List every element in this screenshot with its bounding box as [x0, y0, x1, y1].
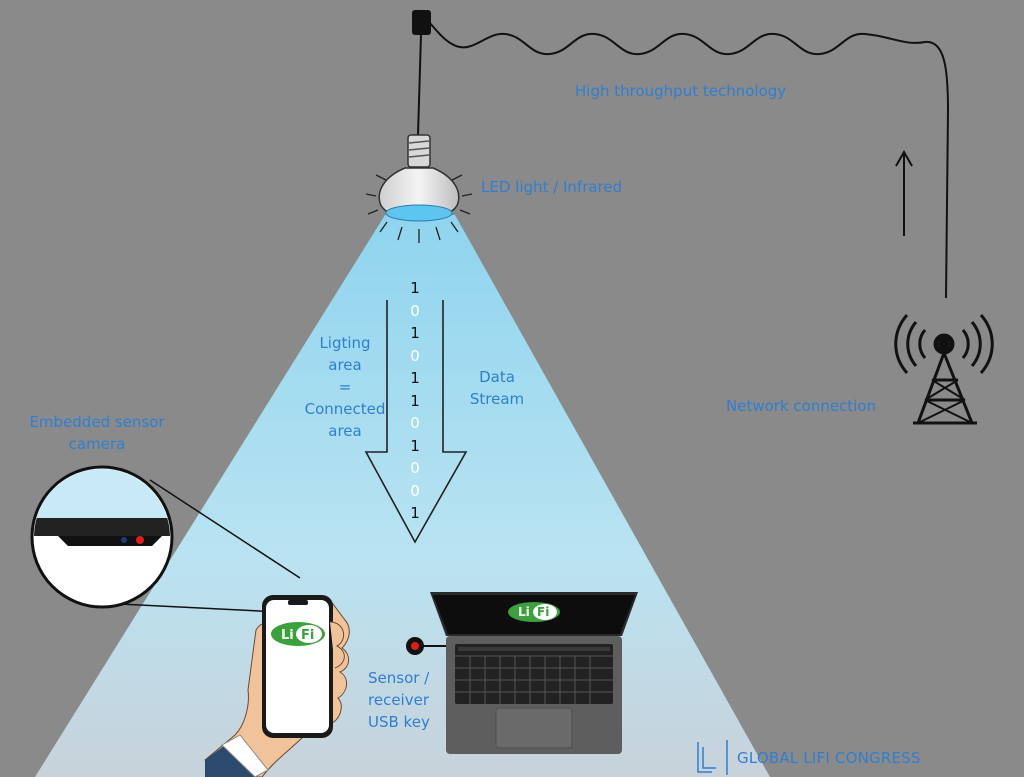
lifi-logo-text-li: Li	[281, 628, 294, 643]
bit-digit: 1	[410, 504, 420, 522]
lighting-area-label: Ligting area = Connected area	[300, 332, 390, 442]
usb-sensor-icon	[406, 637, 446, 655]
lifi-logo-text-fi: Fi	[301, 628, 314, 643]
sensor-receiver-line-2: receiver	[368, 691, 429, 709]
callout-lines	[119, 479, 301, 613]
lifi-logo-phone: Li Fi	[271, 622, 325, 646]
lighting-area-line-3: =	[338, 378, 352, 396]
lifi-logo-text-fi: Fi	[537, 605, 549, 619]
bit-digit: 1	[410, 436, 420, 455]
data-stream-arrow	[364, 300, 468, 544]
bit-digit: 0	[410, 301, 420, 320]
embedded-sensor-line-2: camera	[68, 435, 126, 453]
sensor-receiver-label: Sensor / receiver USB key	[368, 667, 430, 733]
lighting-area-line-4: Connected	[304, 400, 386, 418]
bit-digit: 1	[410, 279, 420, 297]
bit-digit: 1	[410, 369, 420, 387]
bit-digit: 0	[410, 481, 420, 500]
bit-digit: 0	[410, 346, 420, 365]
brand-label: GLOBAL LIFI CONGRESS	[737, 749, 921, 767]
bit-digit: 1	[410, 324, 420, 342]
lighting-area-line-2: area	[328, 356, 362, 374]
bit-digit: 0	[410, 459, 420, 477]
data-stream-label: Data Stream	[462, 366, 532, 410]
lighting-area-line-5: area	[328, 422, 362, 440]
sensor-receiver-line-1: Sensor /	[368, 669, 430, 687]
embedded-sensor-label: Embedded sensor camera	[22, 411, 172, 455]
lifi-logo-laptop: Li Fi	[508, 602, 560, 622]
sensor-receiver-line-3: USB key	[368, 713, 430, 731]
up-arrow-icon	[895, 149, 913, 236]
radio-tower-icon	[894, 314, 994, 425]
led-bulb-icon	[365, 134, 473, 243]
data-stream-line-2: Stream	[469, 390, 525, 408]
embedded-sensor-line-1: Embedded sensor	[29, 413, 165, 431]
lifi-logo-text-li: Li	[518, 605, 530, 619]
led-light-label: LED light / Infrared	[481, 178, 623, 196]
power-cable	[417, 21, 950, 299]
network-connection-label: Network connection	[726, 397, 877, 415]
lighting-area-line-1: Ligting	[319, 334, 371, 352]
bit-digit: 0	[410, 414, 420, 432]
data-stream-line-1: Data	[479, 368, 515, 386]
high-throughput-label: High throughput technology	[575, 82, 787, 100]
global-lifi-congress-logo-icon	[697, 740, 728, 775]
ceiling-plug	[412, 10, 431, 35]
bit-digit: 1	[410, 391, 420, 410]
